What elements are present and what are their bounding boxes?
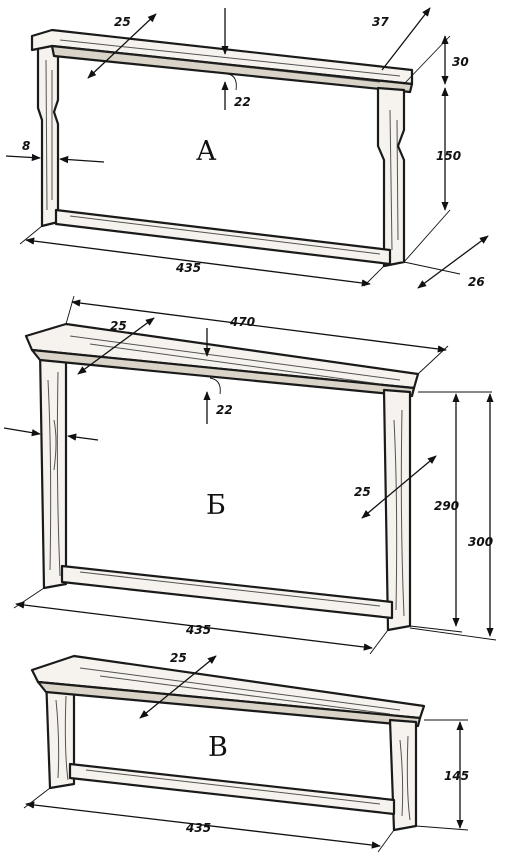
frame-b-dim-top-depth: 25 bbox=[110, 319, 127, 333]
frame-a-dim-lug-height: 30 bbox=[452, 55, 469, 69]
frame-b-dim-side-depth: 25 bbox=[354, 485, 371, 499]
frame-a-dim-top-thick: 22 bbox=[234, 95, 251, 109]
frame-a-letter: А bbox=[196, 136, 217, 167]
frame-a-dim-bottom-depth: 26 bbox=[468, 275, 485, 289]
frame-c: 25 В 145 435 bbox=[23, 651, 469, 853]
frame-b-letter: Б bbox=[206, 490, 226, 521]
frame-c-letter: В bbox=[208, 732, 228, 763]
frame-b-dim-top-thick: 22 bbox=[216, 403, 233, 417]
frame-b-dim-full-height: 300 bbox=[468, 535, 493, 549]
frame-a-dim-side-height: 150 bbox=[436, 149, 461, 163]
frame-b-dim-top-length: 470 bbox=[229, 315, 255, 329]
frame-a-dim-lug: 37 bbox=[372, 15, 389, 29]
frame-a: 25 22 37 30 150 8 А 435 26 bbox=[5, 7, 489, 289]
frame-a-dim-top-depth: 25 bbox=[114, 15, 131, 29]
frame-a-left-side bbox=[36, 40, 60, 228]
frame-b-bottom-bar bbox=[60, 564, 394, 620]
frame-b-dim-bottom-length: 435 bbox=[185, 623, 211, 637]
frame-c-dim-height: 145 bbox=[444, 769, 469, 783]
frame-b-left-side bbox=[38, 348, 68, 590]
frame-a-dim-bottom-length: 435 bbox=[175, 261, 201, 275]
frame-c-bottom-bar bbox=[68, 762, 396, 816]
frame-a-dim-side-width: 8 bbox=[22, 139, 30, 153]
frame-a-bottom-bar bbox=[54, 208, 392, 266]
frame-b-dim-inner-height: 290 bbox=[434, 499, 459, 513]
frame-c-dim-top-depth: 25 bbox=[170, 651, 187, 665]
frame-c-dim-bottom-length: 435 bbox=[185, 821, 211, 835]
frame-b: 470 25 22 25 Б 290 300 435 bbox=[3, 295, 497, 655]
